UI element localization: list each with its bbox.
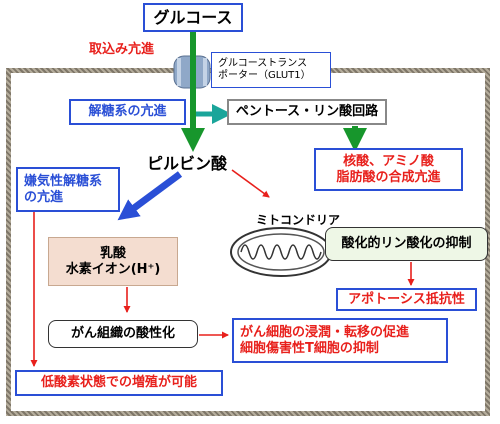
- mitochondria-label: ミトコンドリア: [256, 213, 341, 227]
- invasion-box: がん細胞の浸潤・転移の促進 細胞傷害性T細胞の抑制: [232, 318, 448, 363]
- uptake-label: 取込み亢進: [89, 42, 155, 57]
- glucose-label: グルコース: [153, 7, 233, 27]
- arrow-pyruvate-to-lactate: [117, 171, 183, 221]
- glut1-label-line2: ポーター（GLUT1）: [218, 70, 311, 81]
- acidification-label: がん組織の酸性化: [70, 326, 175, 342]
- glut1-label-line1: グルコーストランス: [218, 58, 308, 69]
- lactate-box: 乳酸 水素イオン(H⁺): [48, 237, 178, 286]
- nucleic-box: 核酸、アミノ酸 脂肪酸の合成亢進: [314, 148, 463, 191]
- glycolysis-box: 解糖系の亢進: [69, 99, 186, 125]
- invasion-label-line2: 細胞傷害性T細胞の抑制: [240, 340, 379, 356]
- anaerobic-label-line1: 嫌気性解糖系: [24, 173, 103, 189]
- oxphos-label: 酸化的リン酸化の抑制: [341, 236, 472, 252]
- acidification-box: がん組織の酸性化: [48, 320, 198, 348]
- mitochondria-icon: [230, 227, 332, 277]
- glut1-transporter-icon: [173, 54, 211, 92]
- oxphos-box: 酸化的リン酸化の抑制: [325, 227, 488, 261]
- glut1-label-box: グルコーストランス ポーター（GLUT1）: [211, 52, 331, 88]
- anaerobic-label-line2: の亢進: [24, 189, 64, 205]
- hypoxia-box: 低酸素状態での増殖が可能: [15, 370, 223, 396]
- glycolysis-label: 解糖系の亢進: [88, 104, 167, 120]
- apoptosis-box: アポトーシス抵抗性: [336, 288, 477, 311]
- invasion-label-line1: がん細胞の浸潤・転移の促進: [240, 324, 410, 340]
- anaerobic-box: 嫌気性解糖系 の亢進: [16, 167, 120, 212]
- arrow-pyruvate-to-mito: [231, 169, 270, 198]
- hypoxia-label: 低酸素状態での増殖が可能: [40, 375, 197, 391]
- pyruvate-label: ピルビン酸: [147, 154, 228, 173]
- nucleic-label-line2: 脂肪酸の合成亢進: [336, 169, 441, 185]
- ppp-box: ペントース・リン酸回路: [227, 99, 387, 125]
- glucose-box: グルコース: [143, 3, 243, 32]
- ppp-label: ペントース・リン酸回路: [235, 104, 379, 120]
- lactate-label-line1: 乳酸: [99, 245, 126, 261]
- nucleic-label-line1: 核酸、アミノ酸: [343, 153, 434, 169]
- apoptosis-label: アポトーシス抵抗性: [348, 291, 465, 307]
- lactate-label-line2: 水素イオン(H⁺): [65, 261, 161, 277]
